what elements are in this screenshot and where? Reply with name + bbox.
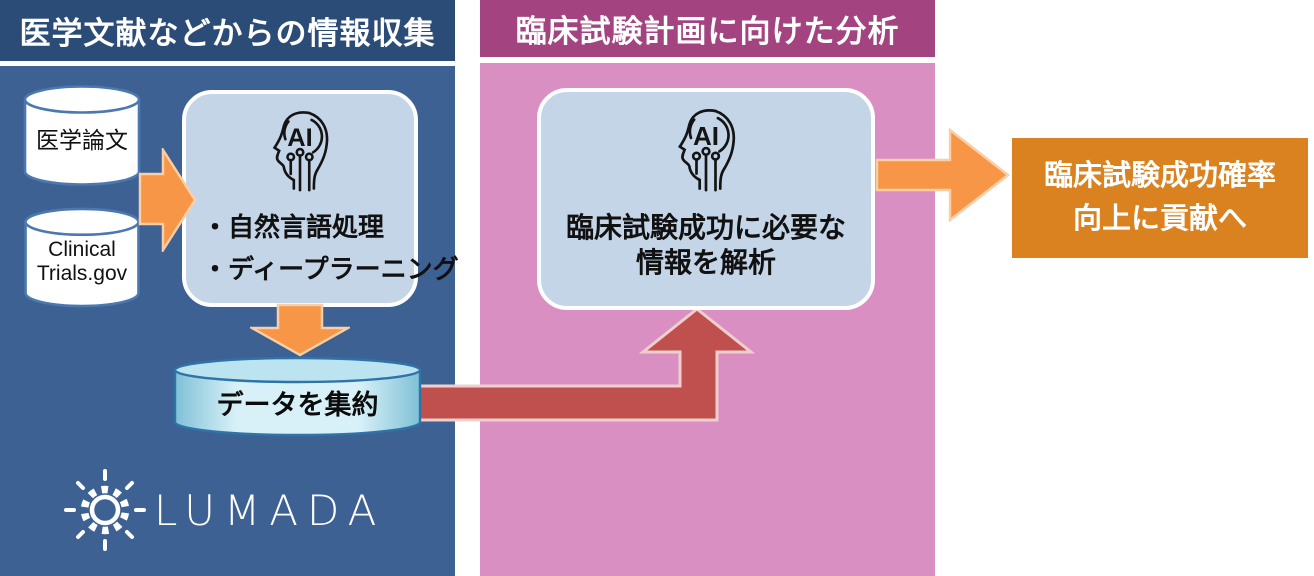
- arrow-sources-to-ai: [138, 148, 197, 252]
- ai-processing-box: ・自然言語処理 ・ディープラーニング: [182, 90, 459, 307]
- data-aggregation-cylinder: データを集約: [172, 356, 423, 438]
- database-medical-papers: 医学論文: [22, 82, 142, 188]
- bullet-nlp: ・自然言語処理: [202, 212, 385, 242]
- ai-head-icon: [668, 100, 744, 203]
- result-box: 臨床試験成功確率 向上に貢献へ: [1012, 138, 1308, 258]
- database-clinicaltrials: Clinical Trials.gov: [22, 205, 142, 309]
- lumada-wordmark: LUMADA: [154, 485, 386, 535]
- arrow-analysis-to-result: [875, 128, 1011, 222]
- analysis-line-1: 臨床試験成功に必要な: [565, 212, 846, 243]
- arrow-data-to-analysis: [416, 307, 756, 422]
- analysis-panel-header: 臨床試験計画に向けた分析: [480, 0, 935, 57]
- database-medical-papers-label: 医学論文: [36, 126, 128, 153]
- result-line-2: 向上に貢献へ: [1072, 203, 1247, 235]
- analysis-line-2: 情報を解析: [635, 247, 776, 278]
- collection-panel-title: 医学文献などからの情報収集: [19, 16, 436, 51]
- data-cylinder-icon: [173, 356, 422, 437]
- ai-analysis-text: 臨床試験成功に必要な 情報を解析: [541, 210, 871, 280]
- arrow-ai-to-data: [250, 303, 350, 357]
- data-aggregation-label: データを集約: [216, 389, 379, 420]
- bullet-deep-learning: ・ディープラーニング: [202, 254, 459, 285]
- ai-analysis-box: 臨床試験成功に必要な 情報を解析: [537, 88, 875, 310]
- analysis-panel-title: 臨床試験計画に向けた分析: [515, 14, 900, 49]
- ai-processing-bullets: ・自然言語処理 ・ディープラーニング: [202, 206, 459, 290]
- database-clinicaltrials-label: Clinical Trials.gov: [36, 237, 128, 285]
- lumada-sun-gear-icon: [64, 469, 146, 551]
- collection-panel-header: 医学文献などからの情報収集: [0, 0, 455, 61]
- ai-head-icon: [263, 102, 337, 203]
- result-line-1: 臨床試験成功確率: [1043, 159, 1276, 192]
- lumada-logo: LUMADA: [62, 466, 392, 554]
